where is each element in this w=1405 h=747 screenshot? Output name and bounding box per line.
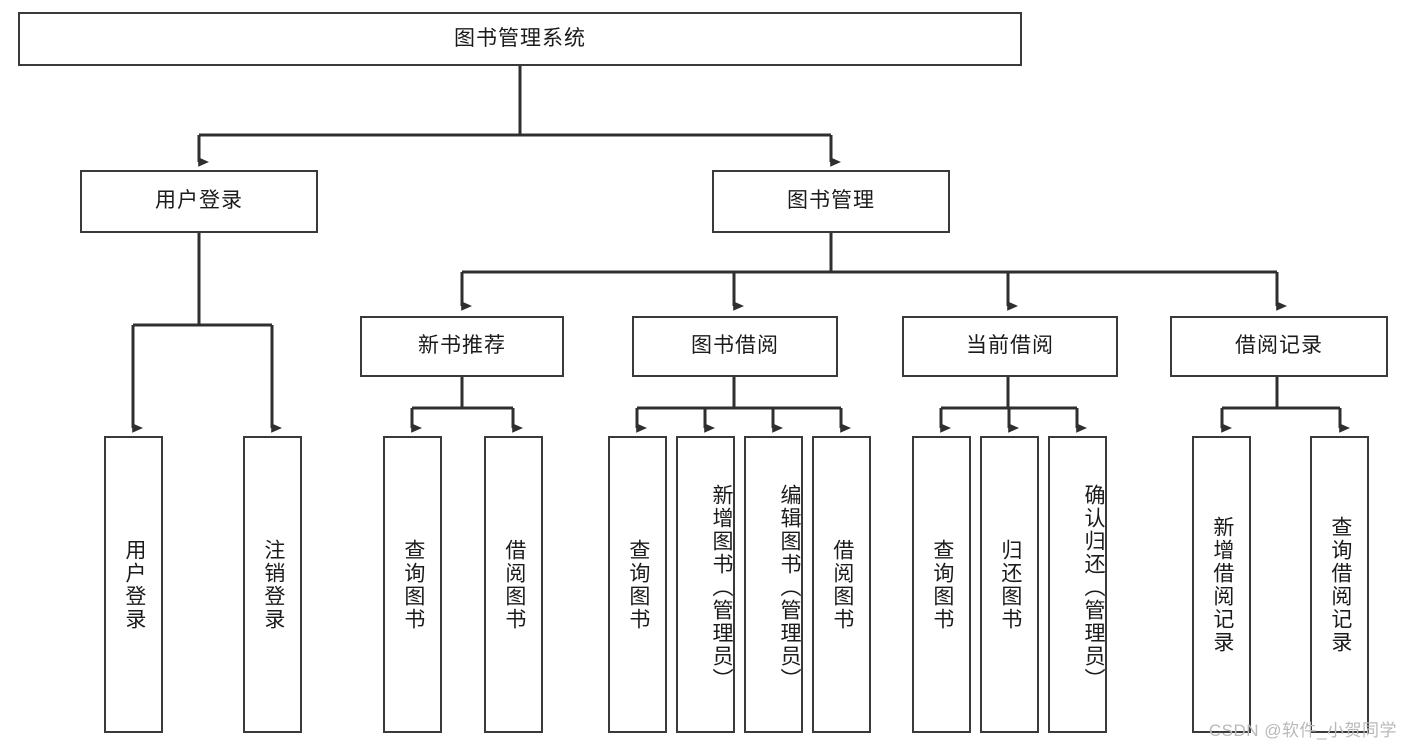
node-leaf-query-book-3-label: 查询图书 — [930, 538, 954, 631]
node-leaf-return-book[interactable]: 归还图书 — [980, 436, 1039, 733]
node-leaf-edit-book-label: 编辑图书（管理员） — [778, 484, 801, 691]
node-leaf-query-book-2-label: 查询图书 — [626, 538, 650, 631]
node-borrow-records-label: 借阅记录 — [1235, 334, 1323, 358]
node-root-label: 图书管理系统 — [454, 26, 586, 50]
node-leaf-user-logout[interactable]: 注销登录 — [243, 436, 302, 733]
node-borrow-records[interactable]: 借阅记录 — [1170, 316, 1388, 377]
node-leaf-user-login[interactable]: 用户登录 — [104, 436, 163, 733]
node-leaf-query-book-1-label: 查询图书 — [401, 538, 425, 631]
node-leaf-add-record-label: 新增借阅记录 — [1210, 515, 1234, 654]
node-leaf-add-book-label: 新增图书（管理员） — [710, 484, 733, 691]
node-leaf-query-book-1[interactable]: 查询图书 — [383, 436, 442, 733]
node-new-book-recommend[interactable]: 新书推荐 — [360, 316, 564, 377]
node-leaf-query-record-label: 查询借阅记录 — [1328, 515, 1352, 654]
node-leaf-borrow-book-2[interactable]: 借阅图书 — [812, 436, 871, 733]
node-book-management[interactable]: 图书管理 — [712, 170, 950, 233]
node-leaf-query-book-2[interactable]: 查询图书 — [608, 436, 667, 733]
node-current-borrow[interactable]: 当前借阅 — [902, 316, 1118, 377]
node-user-login-label: 用户登录 — [155, 189, 243, 213]
node-book-borrow-label: 图书借阅 — [691, 334, 779, 358]
node-leaf-query-book-3[interactable]: 查询图书 — [912, 436, 971, 733]
node-current-borrow-label: 当前借阅 — [966, 334, 1054, 358]
watermark-text: CSDN @软件_小贺同学 — [1208, 721, 1397, 740]
node-leaf-edit-book[interactable]: 编辑图书（管理员） — [744, 436, 803, 733]
node-leaf-query-record[interactable]: 查询借阅记录 — [1310, 436, 1369, 733]
node-leaf-return-book-label: 归还图书 — [998, 538, 1022, 631]
node-new-book-recommend-label: 新书推荐 — [418, 334, 506, 358]
node-leaf-user-logout-label: 注销登录 — [261, 538, 285, 631]
node-root[interactable]: 图书管理系统 — [18, 12, 1022, 66]
node-leaf-borrow-book-2-label: 借阅图书 — [830, 538, 854, 631]
node-leaf-confirm-return[interactable]: 确认归还（管理员） — [1048, 436, 1107, 733]
node-leaf-add-book[interactable]: 新增图书（管理员） — [676, 436, 735, 733]
node-leaf-add-record[interactable]: 新增借阅记录 — [1192, 436, 1251, 733]
node-book-borrow[interactable]: 图书借阅 — [632, 316, 838, 377]
node-leaf-user-login-label: 用户登录 — [122, 538, 146, 631]
node-leaf-borrow-book-1[interactable]: 借阅图书 — [484, 436, 543, 733]
node-leaf-borrow-book-1-label: 借阅图书 — [502, 538, 526, 631]
node-user-login[interactable]: 用户登录 — [80, 170, 318, 233]
node-leaf-confirm-return-label: 确认归还（管理员） — [1082, 484, 1105, 691]
node-book-management-label: 图书管理 — [787, 189, 875, 213]
